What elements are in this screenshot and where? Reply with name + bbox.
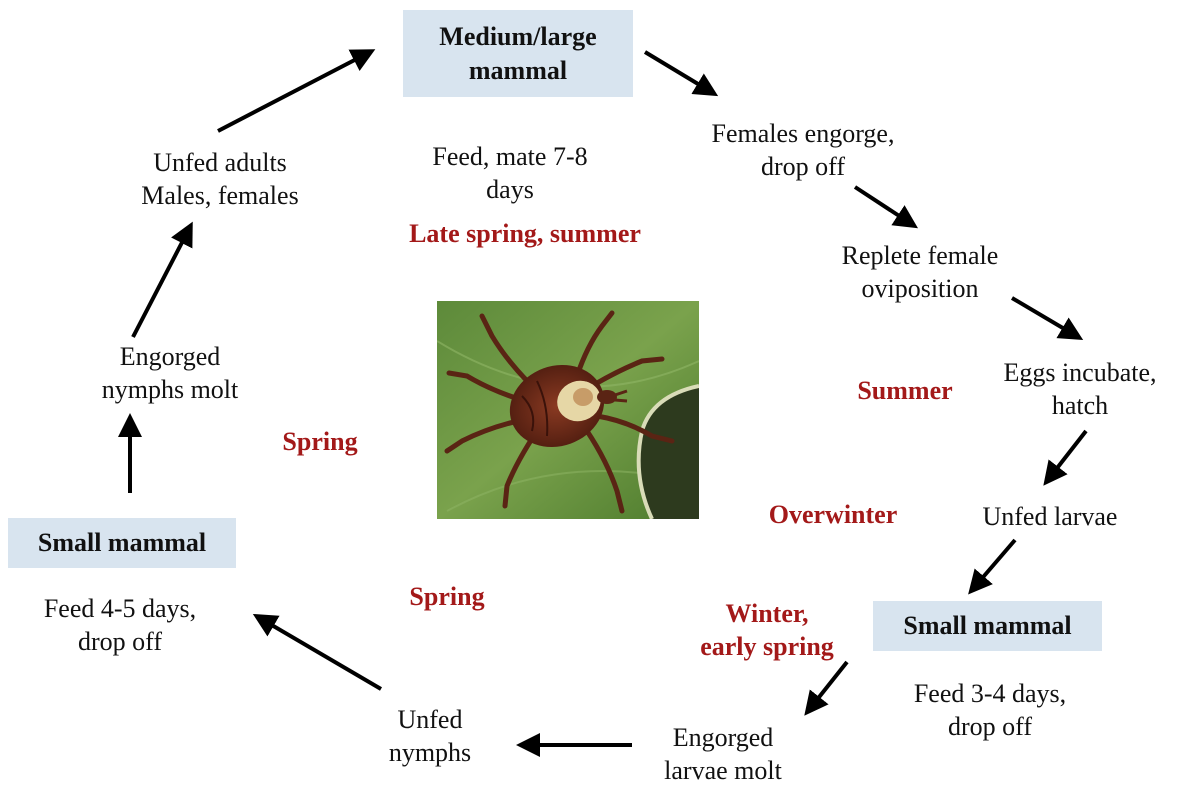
arrow-larvae-to-small-mammal — [972, 540, 1015, 590]
arrow-medium-mammal-to-females — [645, 52, 713, 93]
arrow-replete-to-eggs — [1012, 298, 1078, 337]
arrow-females-to-replete — [855, 187, 913, 225]
arrow-nymphs-molt-to-adults — [133, 227, 190, 337]
arrow-winter-to-engorged-larvae — [808, 662, 847, 711]
arrow-nymphs-to-feed — [258, 617, 381, 689]
arrow-eggs-to-larvae — [1047, 431, 1086, 481]
arrow-adults-to-medium-mammal — [218, 52, 370, 131]
